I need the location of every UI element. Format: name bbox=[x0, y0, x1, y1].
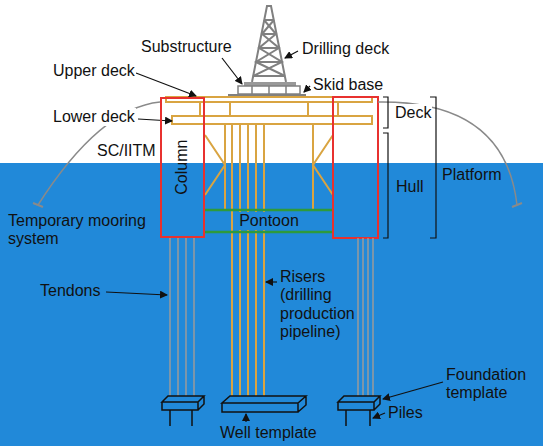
templates bbox=[222, 396, 306, 412]
mooring-lines bbox=[33, 102, 522, 207]
bracket-label: Deck bbox=[394, 104, 432, 122]
risers bbox=[232, 124, 264, 396]
bracket-label: Hull bbox=[396, 178, 424, 196]
leader-arrows bbox=[222, 58, 242, 84]
leader-arrows bbox=[138, 119, 172, 121]
leader-arrows bbox=[373, 413, 385, 418]
label: SC/IITM bbox=[96, 142, 157, 160]
deck-structure bbox=[166, 97, 372, 124]
derrick bbox=[252, 6, 286, 82]
leader-arrows bbox=[106, 292, 167, 295]
derrick bbox=[256, 20, 285, 76]
leader-arrows bbox=[106, 51, 443, 422]
label: Skid base bbox=[312, 76, 384, 94]
column-outline bbox=[333, 97, 378, 238]
bracket-label: Platform bbox=[442, 166, 502, 184]
mooring-lines bbox=[378, 102, 517, 205]
templates bbox=[162, 396, 380, 412]
column-box: Column bbox=[160, 97, 205, 238]
brackets bbox=[383, 97, 436, 238]
templates bbox=[162, 396, 204, 410]
brackets bbox=[383, 97, 388, 128]
deck-structure bbox=[172, 116, 372, 124]
leader-arrows bbox=[383, 382, 443, 399]
label: Tendons bbox=[40, 282, 101, 300]
hull-truss bbox=[205, 135, 225, 195]
label: Temporary mooring system bbox=[8, 212, 158, 249]
derrick bbox=[252, 6, 286, 82]
risers bbox=[232, 124, 264, 396]
part-label: Pontoon bbox=[238, 212, 300, 230]
mooring-lines bbox=[33, 203, 522, 207]
label: Drilling deck bbox=[301, 40, 390, 58]
brackets bbox=[383, 133, 388, 238]
templates bbox=[338, 396, 380, 410]
hull-truss bbox=[205, 124, 333, 210]
leader-arrows bbox=[245, 414, 246, 422]
tendons bbox=[170, 238, 194, 396]
leader-arrows bbox=[304, 86, 310, 92]
leader-arrows bbox=[136, 73, 196, 96]
label: Foundation template bbox=[446, 366, 538, 403]
leader-arrows bbox=[285, 51, 298, 58]
deck-structure bbox=[200, 102, 338, 116]
label: Substructure bbox=[140, 38, 233, 56]
column-label: Column bbox=[173, 140, 191, 195]
pontoon-lines bbox=[205, 210, 333, 232]
derrick bbox=[253, 20, 285, 76]
pontoon-lines bbox=[205, 210, 333, 232]
label: Well template bbox=[220, 424, 317, 442]
label: Piles bbox=[388, 404, 423, 422]
mooring-lines bbox=[38, 102, 160, 205]
label: Upper deck bbox=[52, 62, 136, 80]
label: Lower deck bbox=[52, 108, 136, 126]
substructure bbox=[252, 86, 286, 94]
hull-truss bbox=[313, 135, 333, 195]
tendons bbox=[358, 238, 373, 396]
hull-truss bbox=[225, 124, 313, 210]
sea-water bbox=[0, 163, 543, 446]
label: Risers (drilling production pipeline) bbox=[280, 268, 360, 342]
piles bbox=[170, 410, 370, 426]
piles bbox=[170, 410, 370, 426]
substructure bbox=[238, 86, 300, 94]
substructure bbox=[238, 86, 300, 94]
tendons bbox=[170, 238, 373, 396]
leader-arrows bbox=[266, 281, 277, 282]
